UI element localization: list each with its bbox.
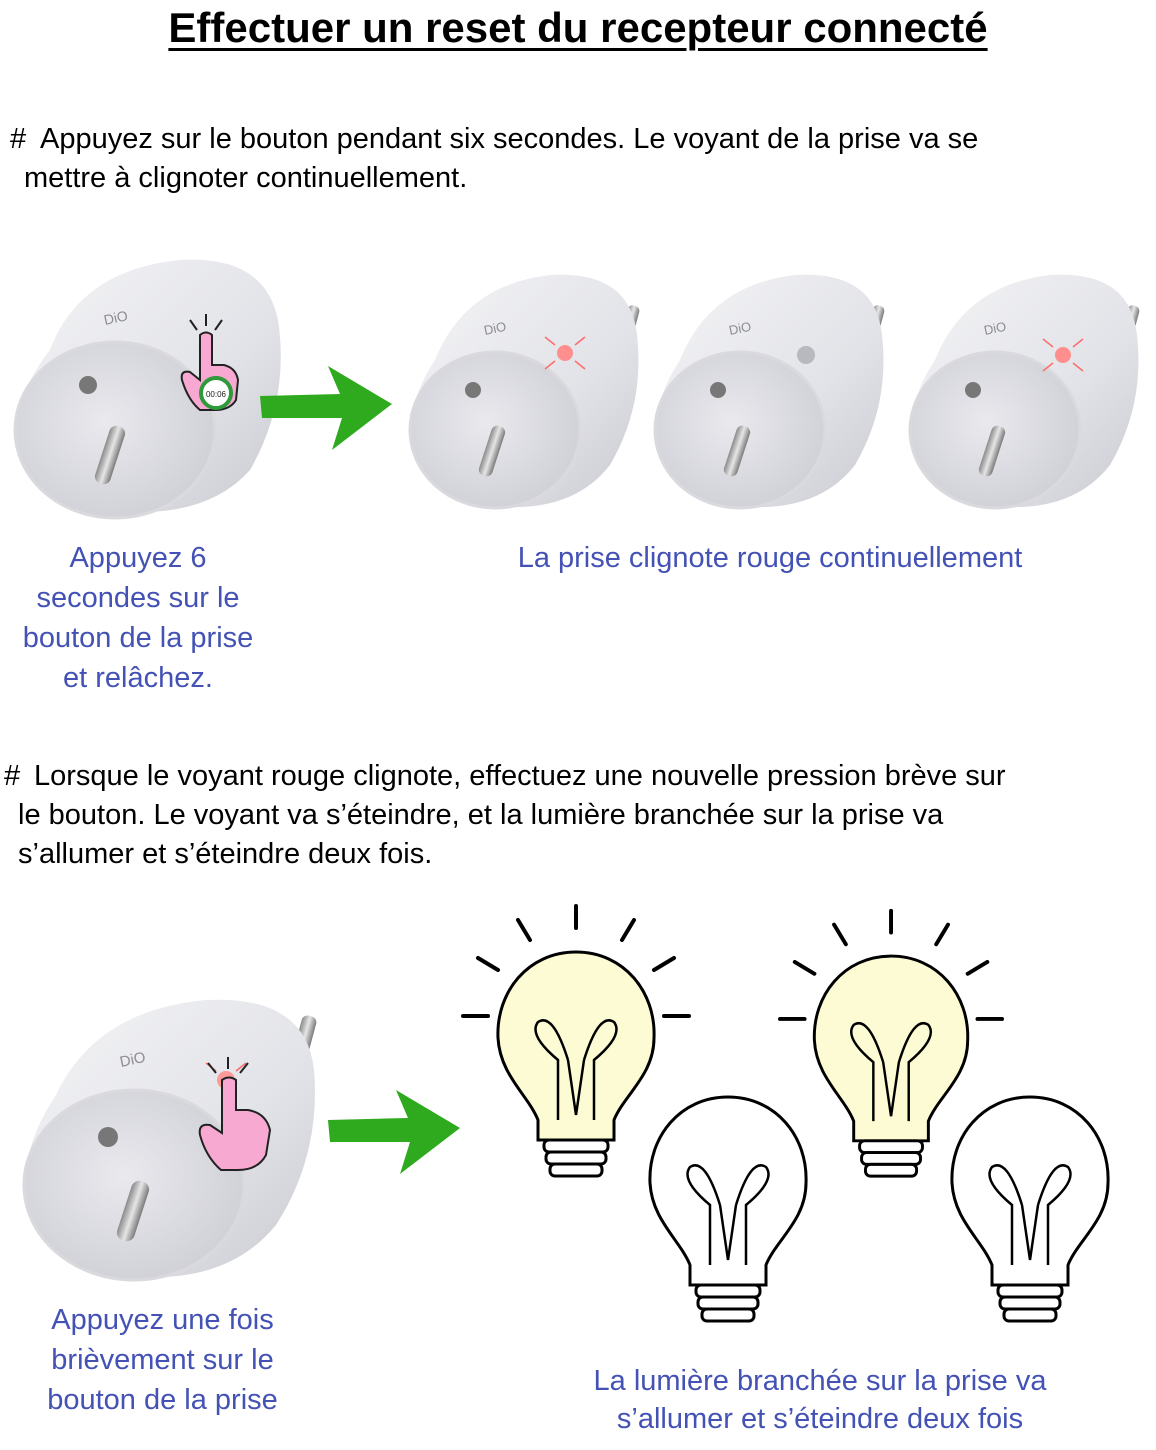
step-1-marker: #: [10, 123, 27, 155]
led-blinking-red-icon: [1042, 338, 1084, 372]
plug-led-on: DiO: [908, 274, 1140, 510]
arrow-right-icon: [328, 1090, 460, 1174]
plug-pressed-briefly: DiO: [22, 999, 317, 1282]
led-off-icon: [797, 346, 815, 364]
step-1-line-2: mettre à clignoter continuellement.: [24, 162, 468, 194]
timer-icon: 00:06: [199, 376, 233, 410]
page-title: Effectuer un reset du recepteur connecté: [168, 4, 988, 51]
caption-1-line-4: et relâchez.: [63, 662, 213, 694]
caption-4-line-1: La lumière branchée sur la prise va: [593, 1365, 1047, 1397]
plug-brand-label: DiO: [483, 319, 508, 338]
step-2-line-1: Lorsque le voyant rouge clignote, effect…: [34, 760, 1006, 792]
caption-blinking-red: La prise clignote rouge continuellement: [517, 542, 1023, 574]
plug-brand-label: DiO: [102, 307, 129, 328]
smart-plug-icon: DiO: [22, 999, 317, 1282]
light-bulb-off-icon: [648, 1095, 808, 1323]
smart-plug-icon: DiO: [13, 259, 281, 520]
caption-1-line-1: Appuyez 6: [69, 542, 207, 574]
plug-led-on: DiO: [408, 274, 640, 510]
light-bulb-on-icon: [461, 904, 691, 1178]
timer-text: 00:06: [206, 390, 227, 399]
caption-press-briefly: Appuyez une fois brièvement sur le bouto…: [10, 1300, 315, 1420]
smart-plug-icon: DiO: [908, 274, 1140, 510]
caption-3-line-2: brièvement sur le: [51, 1344, 274, 1376]
smart-plug-icon: DiO: [653, 274, 885, 510]
caption-1-line-2: secondes sur le: [36, 582, 240, 614]
caption-4-line-2: s’allumer et s’éteindre deux fois: [616, 1403, 1024, 1435]
step-2-line-2: le bouton. Le voyant va s’éteindre, et l…: [18, 799, 944, 831]
smart-plug-icon: DiO: [408, 274, 640, 510]
caption-3-line-1: Appuyez une fois: [51, 1304, 274, 1336]
plug-brand-label: DiO: [728, 319, 753, 338]
step-2-instruction: # Lorsque le voyant rouge clignote, effec…: [4, 757, 1146, 874]
step-1-line-1: Appuyez sur le bouton pendant six second…: [40, 123, 979, 155]
plug-pressed-six-seconds: DiO 00:06: [13, 259, 281, 520]
plug-brand-label: DiO: [118, 1049, 147, 1071]
light-bulb-off-icon: [950, 1095, 1110, 1323]
plug-brand-label: DiO: [983, 319, 1008, 338]
step-1-instruction: # Appuyez sur le bouton pendant six secon…: [10, 120, 1150, 198]
hand-pointer-icon: [198, 1057, 272, 1171]
caption-3-line-3: bouton de la prise: [47, 1384, 278, 1416]
led-blinking-red-icon: [544, 336, 586, 370]
caption-press-six-seconds: Appuyez 6 secondes sur le bouton de la p…: [0, 538, 276, 698]
step-2-line-3: s’allumer et s’éteindre deux fois.: [18, 838, 433, 870]
step-2-marker: #: [4, 760, 21, 792]
light-bulb-on-icon: [778, 908, 1005, 1178]
caption-1-line-3: bouton de la prise: [22, 622, 254, 654]
arrow-right-icon: [260, 366, 392, 450]
caption-light-blinks-twice: La lumière branchée sur la prise va s’al…: [520, 1362, 1120, 1438]
plug-led-off: DiO: [653, 274, 885, 510]
